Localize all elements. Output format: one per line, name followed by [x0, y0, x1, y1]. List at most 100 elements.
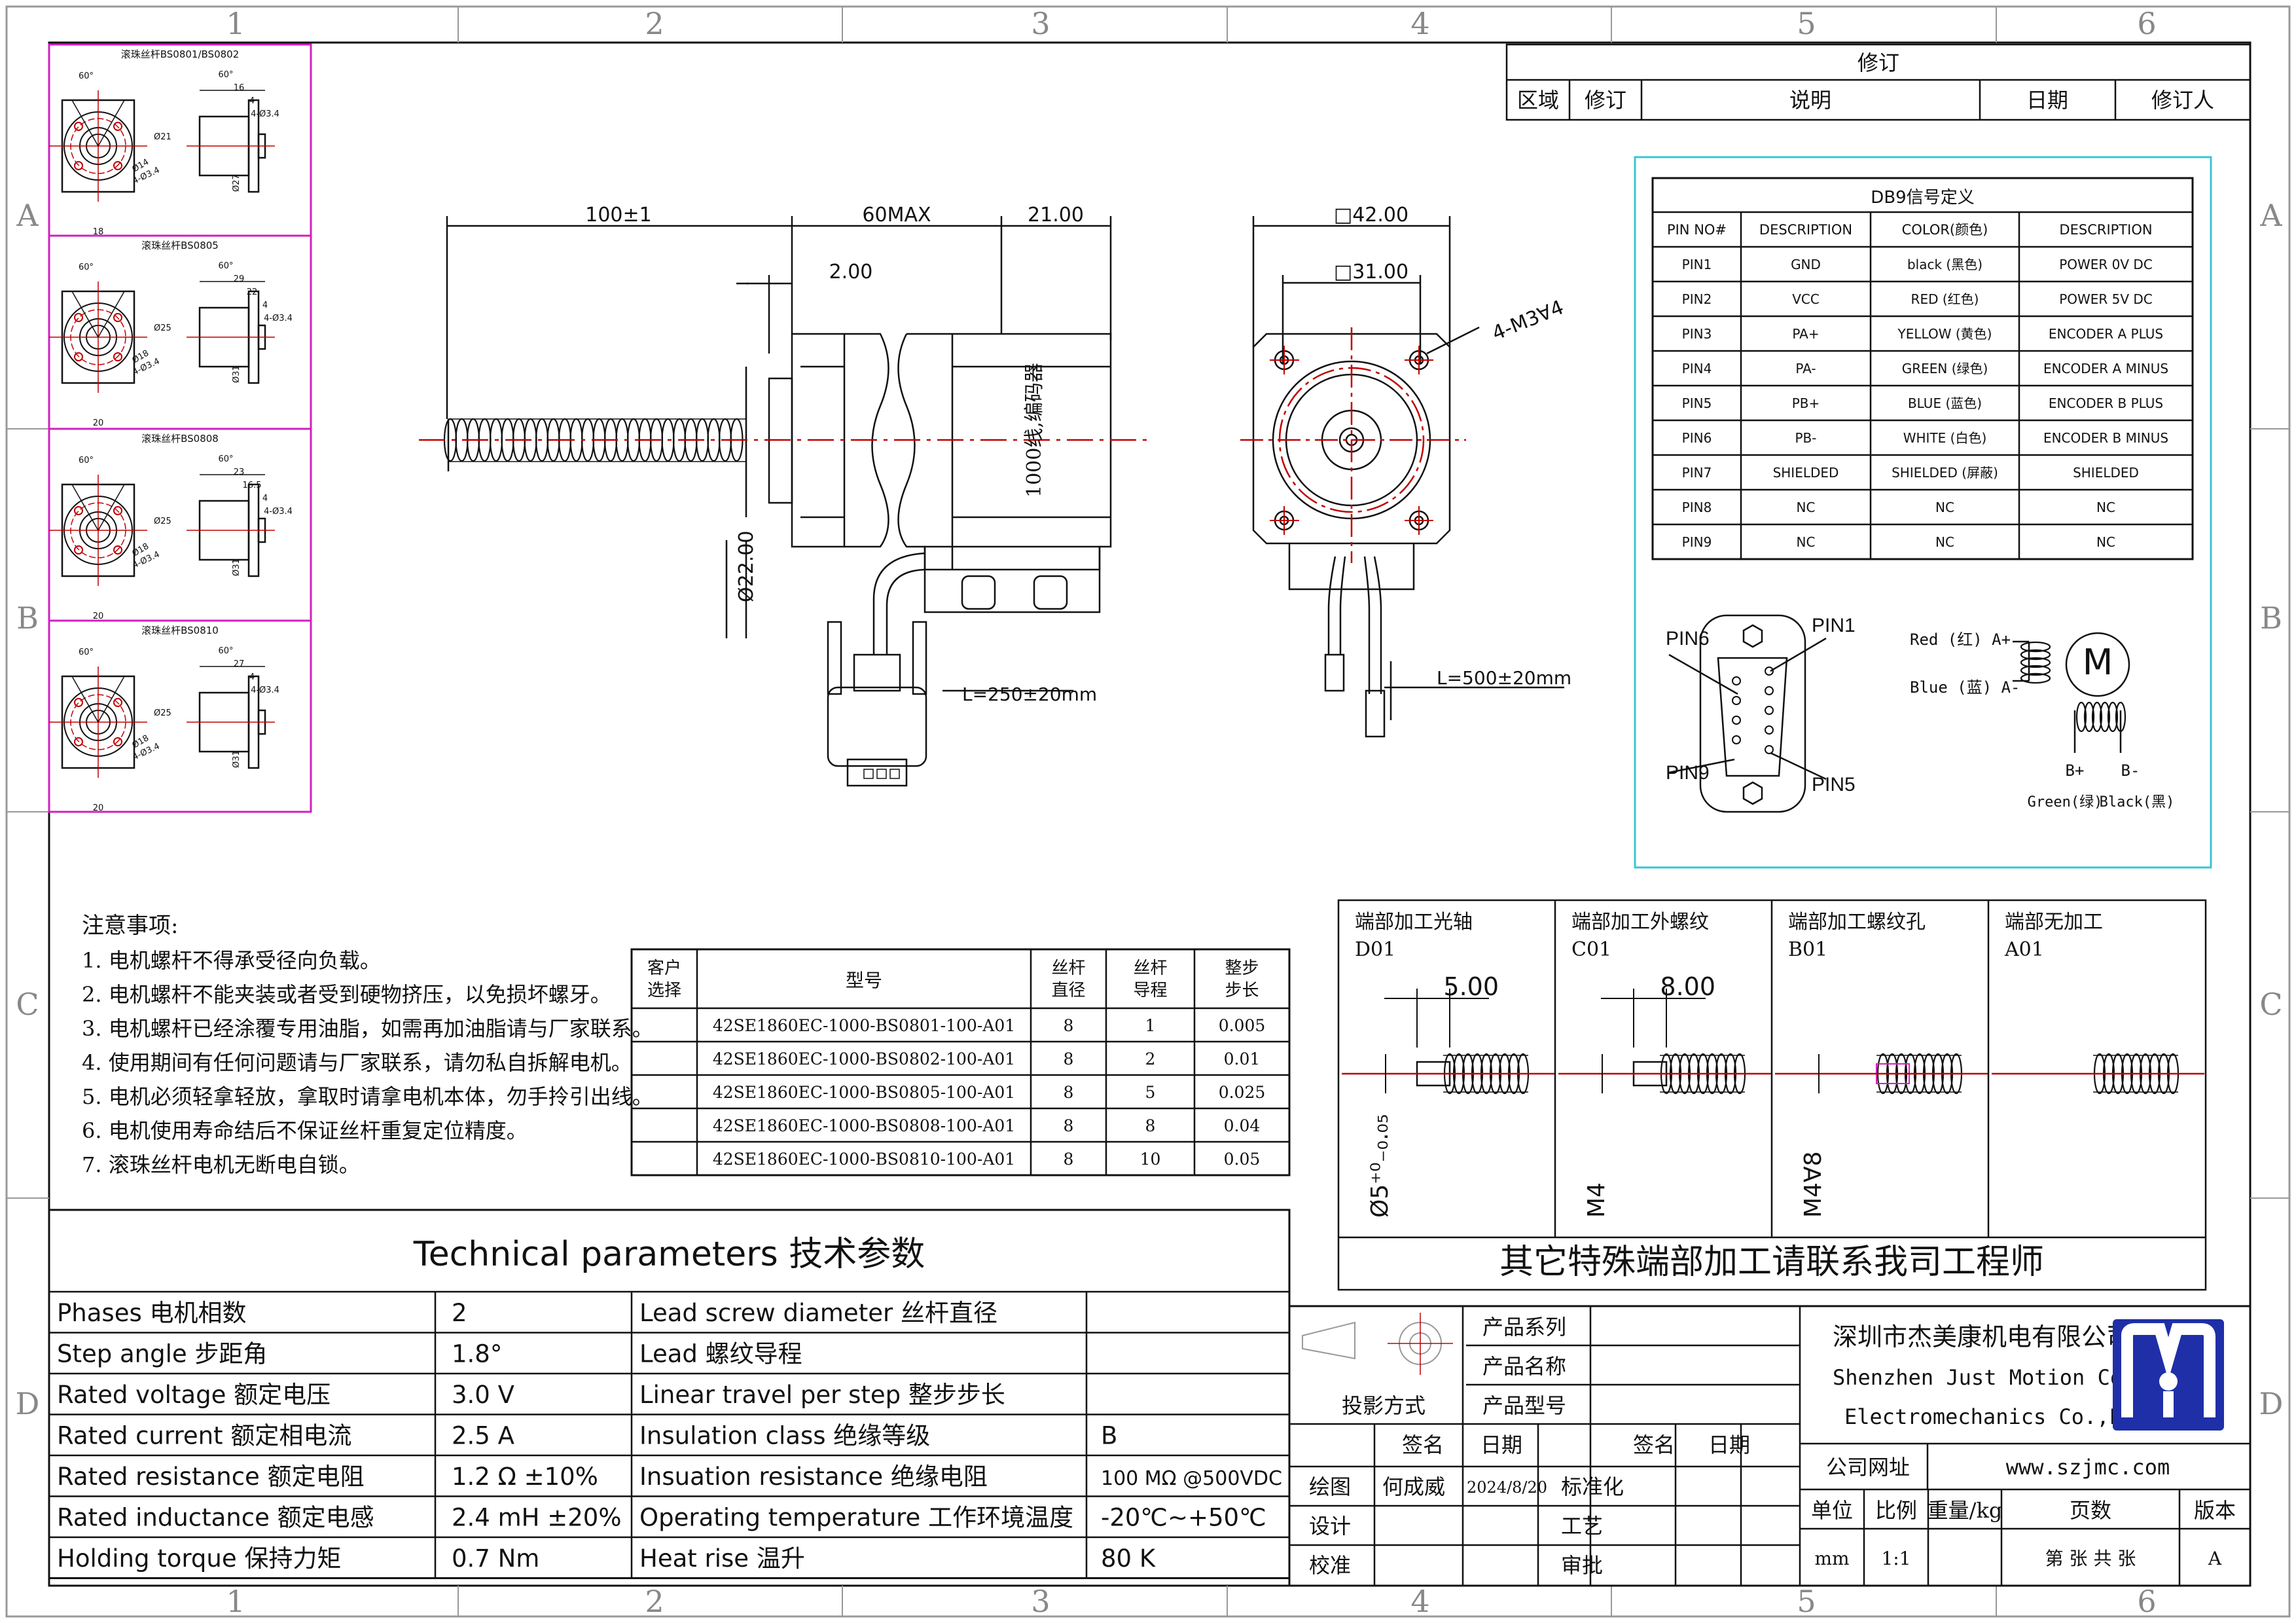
db9-cell: PIN2: [1682, 291, 1712, 307]
db9-cell: BLUE (蓝色): [1908, 395, 1982, 411]
dim-screw-diameter: Ø22.00: [735, 531, 758, 603]
ballscrew-dim: 20: [93, 418, 104, 428]
end-panel-code: B01: [1788, 938, 1827, 961]
company-logo: [2113, 1319, 2224, 1431]
ballscrew-dim: 4: [262, 494, 268, 503]
ballscrew-dim: Ø25: [154, 517, 171, 526]
tb-value: 第 张 共 张: [2045, 1548, 2136, 1569]
tb-value: mm: [1814, 1548, 1849, 1569]
coil-label: Red (红) A+: [1910, 630, 2011, 649]
tb-projection: 投影方式: [1342, 1393, 1426, 1418]
ballscrew-dim: 20: [93, 803, 104, 813]
ballscrew-dim: 60°: [218, 261, 233, 271]
tech-param: Rated inductance 额定电感: [57, 1504, 374, 1532]
zone-col-label: 5: [1797, 6, 1816, 41]
ballscrew-dim: Ø21: [154, 132, 171, 142]
ballscrew-dim: 4-Ø3.4: [251, 109, 279, 119]
tb-date: 日期: [1480, 1432, 1522, 1457]
note-item: 7. 滚珠丝杆电机无断电自锁。: [82, 1152, 360, 1177]
zone-row-label: B: [2260, 600, 2282, 636]
db9-cell: PB+: [1792, 395, 1820, 411]
zone-row-label: A: [2259, 198, 2282, 233]
revision-header: 区域: [1517, 88, 1559, 113]
tb-drawn-date: 2024/8/20: [1467, 1478, 1547, 1497]
zone-col-label: 2: [645, 6, 664, 41]
models-cell: 42SE1860EC-1000-BS0802-100-A01: [713, 1049, 1015, 1068]
note-item: 4. 使用期间有任何问题请与厂家联系，请勿私自拆解电机。: [82, 1050, 632, 1075]
models-cell: 5: [1145, 1083, 1156, 1102]
tb-sign: 签名: [1402, 1432, 1444, 1457]
db9-cell: WHITE (白色): [1903, 430, 1987, 446]
zone-row-label: C: [16, 987, 39, 1022]
db9-cell: GREEN (绿色): [1902, 361, 1988, 376]
note-item: 3. 电机螺杆已经涂覆专用油脂，如需再加油脂请与厂家联系。: [82, 1016, 653, 1041]
ballscrew-dim: 16: [234, 83, 245, 93]
end-panel-title: 端部加工外螺纹: [1571, 911, 1709, 934]
end-panel-dim2: M4∀8: [1800, 1152, 1827, 1218]
ballscrew-dim: 4-Ø3.4: [264, 314, 293, 323]
db9-cell: SHIELDED: [1773, 465, 1839, 481]
db9-cell: PA-: [1795, 361, 1816, 376]
end-panel-title: 端部无加工: [2005, 911, 2103, 934]
ballscrew-title: 滚珠丝杆BS0801/BS0802: [121, 48, 240, 60]
tb-date: 日期: [1708, 1432, 1750, 1457]
end-panel-code: D01: [1355, 938, 1395, 961]
tech-param: Lead screw diameter 丝杆直径: [639, 1299, 997, 1327]
tech-title: Technical parameters 技术参数: [413, 1235, 925, 1274]
tech-param: Rated voltage 额定电压: [57, 1381, 331, 1409]
zone-col-label: 4: [1410, 1584, 1429, 1619]
tech-param: Step angle 步距角: [57, 1340, 267, 1368]
tech-param: Insuation resistance 绝缘电阻: [639, 1463, 988, 1491]
end-panel-code: A01: [2004, 938, 2044, 961]
tb-approve: 审批: [1561, 1553, 1603, 1578]
coil-label: Green(绿): [2028, 794, 2103, 811]
db9-cell: NC: [1935, 534, 1954, 550]
ballscrew-title: 滚珠丝杆BS0810: [141, 625, 219, 636]
db9-cell: NC: [1797, 534, 1816, 550]
coil-label: B-: [2121, 761, 2140, 780]
db9-header: PIN NO#: [1667, 222, 1727, 238]
models-cell: 42SE1860EC-1000-BS0810-100-A01: [713, 1150, 1015, 1169]
tb-series: 产品系列: [1482, 1315, 1566, 1340]
note-item: 1. 电机螺杆不得承受径向负载。: [82, 948, 381, 973]
coil-label: Black(黑): [2100, 794, 2175, 811]
models-header: 整步: [1225, 958, 1259, 978]
models-header: 步长: [1225, 981, 1259, 1000]
zone-col-label: 6: [2137, 1584, 2156, 1619]
revision-header: 日期: [2026, 88, 2068, 113]
zone-row-label: D: [16, 1386, 40, 1421]
end-panels: [1337, 899, 2207, 1291]
tb-header: 版本: [2194, 1498, 2236, 1523]
ballscrew-dim: Ø31: [232, 558, 242, 576]
notes-title: 注意事项:: [82, 913, 178, 939]
tb-website-label: 公司网址: [1826, 1455, 1910, 1480]
tb-check: 校准: [1309, 1553, 1351, 1578]
zone-col-label: 3: [1031, 1584, 1050, 1619]
ballscrew-dim: 4: [262, 301, 268, 310]
cable-length: L=500±20mm: [1437, 667, 1571, 689]
zone-col-label: 6: [2137, 6, 2156, 41]
tb-process: 工艺: [1561, 1514, 1603, 1539]
db9-cell: NC: [2096, 500, 2115, 515]
tech-value: B: [1101, 1422, 1117, 1450]
ballscrew-dim: 20: [93, 611, 104, 621]
tb-value: 1:1: [1881, 1548, 1910, 1569]
ballscrew-dim: Ø31: [232, 750, 242, 768]
db9-cell: YELLOW (黄色): [1897, 326, 1992, 342]
models-header: 导程: [1133, 981, 1167, 1000]
tb-design: 设计: [1309, 1514, 1351, 1539]
tech-param: Phases 电机相数: [57, 1299, 247, 1327]
dim-screw-length: 100±1: [585, 204, 651, 227]
zone-row-label: B: [16, 600, 39, 636]
db9-cell: NC: [1935, 500, 1954, 515]
zone-col-label: 4: [1410, 6, 1429, 41]
db9-cell: ENCODER A PLUS: [2049, 326, 2163, 342]
db9-title: DB9信号定义: [1871, 188, 1974, 208]
db9-cell: RED (红色): [1911, 291, 1979, 307]
note-item: 5. 电机必须轻拿轻放，拿取时请拿电机本体，勿手拎引出线。: [82, 1084, 653, 1109]
end-panel-dim2: Ø5⁺⁰₋₀.₀₅: [1367, 1114, 1393, 1218]
tech-param: Holding torque 保持力矩: [57, 1544, 341, 1573]
db9-cell: PB-: [1795, 430, 1817, 446]
models-header: 型号: [846, 970, 882, 991]
